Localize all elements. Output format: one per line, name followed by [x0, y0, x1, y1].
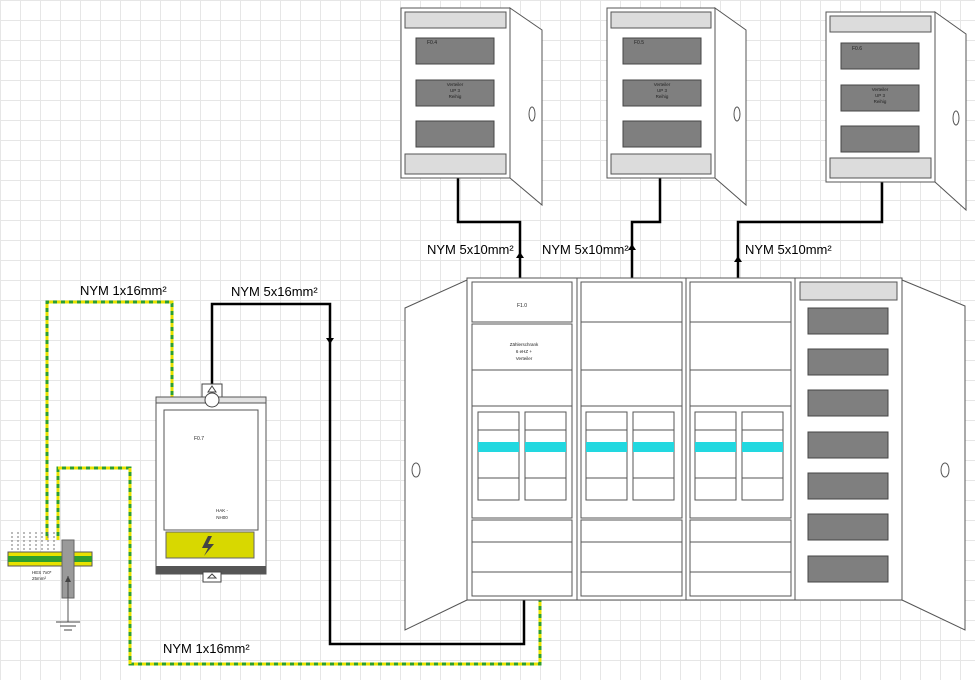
hak-label: HAK -: [216, 508, 229, 513]
main-panel: F1.0 Zählerschrank 6 eHZ + Verteiler: [404, 277, 966, 631]
lightning-icon: [202, 536, 214, 556]
sub-panel-3-id: F0.6: [852, 46, 862, 52]
sub-panel-2-text: Verteiler: [654, 82, 671, 87]
main-panel-desc: 6 eHZ +: [516, 349, 533, 354]
main-panel-desc: Verteiler: [516, 356, 533, 361]
meter-slots: [477, 411, 784, 501]
pe-bar: HES 7x0* 25mm²: [7, 532, 93, 631]
main-panel-left-door: [404, 279, 468, 631]
arrow-down-icon: [326, 338, 334, 344]
sub-panel-3-text: Reihig: [874, 99, 887, 104]
sub-panel-1-text: UP 3: [450, 88, 460, 93]
cable-label-pe-bottom: NYM 1x16mm²: [163, 641, 250, 656]
wire-hak-main-feed: [210, 302, 526, 646]
sub-panel-3: F0.6 Verteiler UP 3 Reihig: [825, 11, 967, 212]
cable-label-sub2: NYM 5x10mm²: [542, 242, 629, 257]
sub-panel-1-text: Verteiler: [447, 82, 464, 87]
ground-icon: [56, 621, 80, 631]
sub-panel-2-id: F0.5: [634, 40, 644, 46]
cable-label-pe-top: NYM 1x16mm²: [80, 283, 167, 298]
sub-panel-2: F0.5 Verteiler UP 3 Reihig: [606, 7, 747, 207]
sub-panel-2-text: Reihig: [656, 94, 669, 99]
cable-label-sub1: NYM 5x10mm²: [427, 242, 514, 257]
pe-wire-top: [45, 300, 174, 540]
cable-label-hak-feed: NYM 5x16mm²: [231, 284, 318, 299]
sub-panel-3-text: UP 3: [875, 93, 885, 98]
main-panel-id: F1.0: [517, 303, 527, 309]
sub-panel-1-text: Reihig: [449, 94, 462, 99]
sub-panel-1: F0.4 Verteiler UP 3 Reihig: [400, 7, 543, 207]
pe-wire-bottom: [56, 466, 542, 666]
arrow-up-icon: [628, 244, 636, 250]
hak-id: F0.7: [194, 436, 204, 442]
hak-box: F0.7 HAK - NH00: [155, 383, 267, 583]
main-panel-desc: Zählerschrank: [510, 342, 539, 347]
wire-sub2: [630, 178, 662, 280]
cable-label-sub3: NYM 5x10mm²: [745, 242, 832, 257]
sub-panel-3-text: Verteiler: [872, 87, 889, 92]
wire-sub1: [456, 178, 522, 280]
main-panel-right-door: [901, 279, 966, 631]
sub-panel-1-id: F0.4: [427, 40, 437, 46]
arrow-up-icon: [516, 252, 524, 258]
pe-bar-label: 25mm²: [32, 576, 47, 581]
wire-sub3: [736, 182, 884, 280]
arrow-up-icon: [734, 256, 742, 262]
hak-label: NH00: [216, 515, 228, 520]
sub-panel-2-text: UP 3: [657, 88, 667, 93]
pe-bar-label: HES 7x0*: [32, 570, 52, 575]
